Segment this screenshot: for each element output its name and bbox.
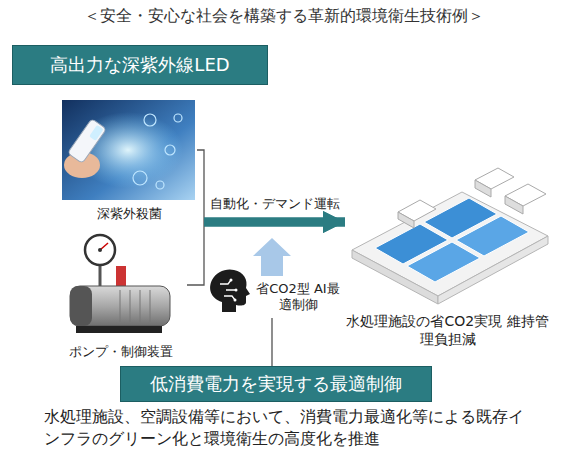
heading-band: 低消費電力を実現する最適制御 bbox=[120, 366, 432, 402]
flow-connector bbox=[187, 222, 345, 285]
edge-label: 自動化・デマンド運転 bbox=[208, 196, 341, 212]
image-node: ポンプ・制御装置 bbox=[55, 232, 187, 360]
flow-connector bbox=[197, 150, 345, 222]
arrow-shaft bbox=[204, 218, 345, 227]
arrow-shaft bbox=[204, 218, 345, 227]
node-text: 高出力な深紫外線LED bbox=[50, 54, 229, 77]
leader-line bbox=[271, 318, 272, 366]
node-text: 水処理施設の省CO2実現 維持管理負担減 bbox=[345, 313, 550, 348]
image-node: 深紫外殺菌 bbox=[62, 100, 197, 222]
diagram-caption: 水処理施設、空調設備等において、消費電力最適化等による既存インフラのグリーン化と… bbox=[44, 406, 524, 451]
diagram-title: ＜安全・安心な社会を構築する革新的環境衛生技術例＞ bbox=[0, 6, 567, 27]
facility-illustration bbox=[352, 168, 548, 304]
annotation-label: 省CO2型 AI最適制御 bbox=[252, 281, 344, 314]
pump-illustration bbox=[70, 235, 170, 333]
ai-head-icon bbox=[210, 269, 250, 312]
heading-band: 高出力な深紫外線LED bbox=[12, 45, 268, 85]
bracket-line bbox=[187, 222, 204, 285]
image-node: 水処理施設の省CO2実現 維持管理負担減 bbox=[345, 150, 550, 348]
node-text: 深紫外殺菌 bbox=[97, 206, 162, 222]
node-text: 低消費電力を実現する最適制御 bbox=[150, 373, 402, 396]
up-block-arrow bbox=[253, 238, 291, 276]
uv-led-illustration bbox=[62, 100, 195, 200]
node-text: ポンプ・制御装置 bbox=[69, 344, 173, 360]
bracket-line bbox=[197, 150, 204, 222]
